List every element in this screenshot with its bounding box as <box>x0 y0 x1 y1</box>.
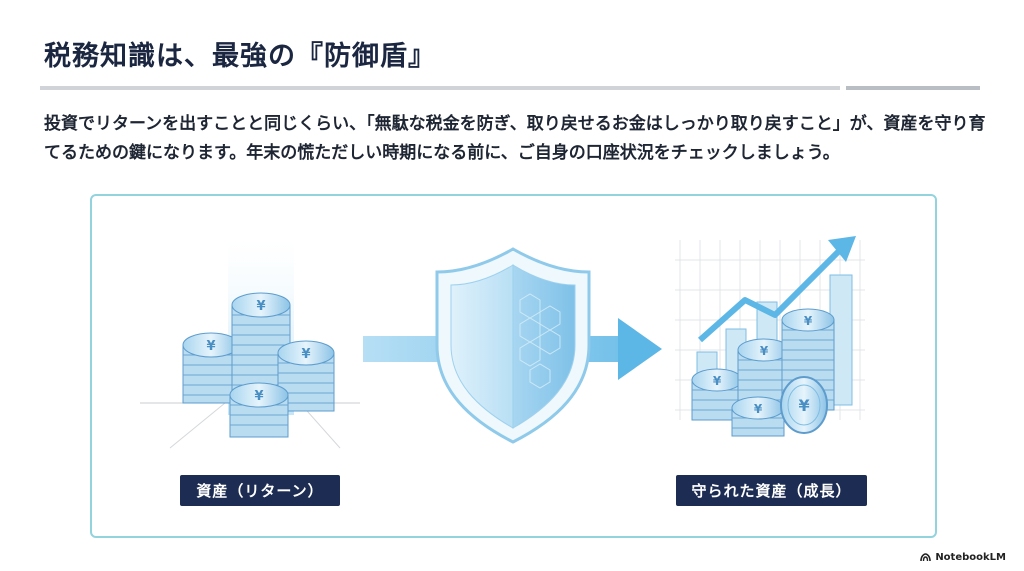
coin-yen-symbol: ¥ <box>206 339 215 354</box>
coin-yen-symbol: ¥ <box>713 374 722 388</box>
coin-yen-symbol: ¥ <box>754 402 763 416</box>
coin-yen-symbol: ¥ <box>798 396 809 415</box>
shield-icon <box>435 247 591 444</box>
coin-yen-symbol: ¥ <box>760 344 769 358</box>
notebook-icon <box>920 553 932 562</box>
growth-chart-icon: ¥ ¥ ¥ ¥ ¥ <box>675 236 865 437</box>
title-divider-accent <box>846 86 980 90</box>
coin-yen-symbol: ¥ <box>301 347 310 362</box>
coin-yen-symbol: ¥ <box>254 389 263 404</box>
brand-logo: NotebookLM <box>920 552 1006 563</box>
right-caption: 守られた資産（成長） <box>676 475 867 506</box>
slide-body-text: 投資でリターンを出すことと同じくらい、「無駄な税金を防ぎ、取り戻せるお金はしっか… <box>44 114 986 163</box>
title-divider <box>40 86 840 90</box>
coin-yen-symbol: ¥ <box>804 314 813 328</box>
coin-yen-symbol: ¥ <box>256 299 265 314</box>
brand-name: NotebookLM <box>935 552 1006 563</box>
coin-stack-icon: ¥ ¥ ¥ ¥ <box>140 240 360 449</box>
slide-title: 税務知識は、最強の『防御盾』 <box>44 41 436 72</box>
left-caption: 資産（リターン） <box>180 475 340 506</box>
